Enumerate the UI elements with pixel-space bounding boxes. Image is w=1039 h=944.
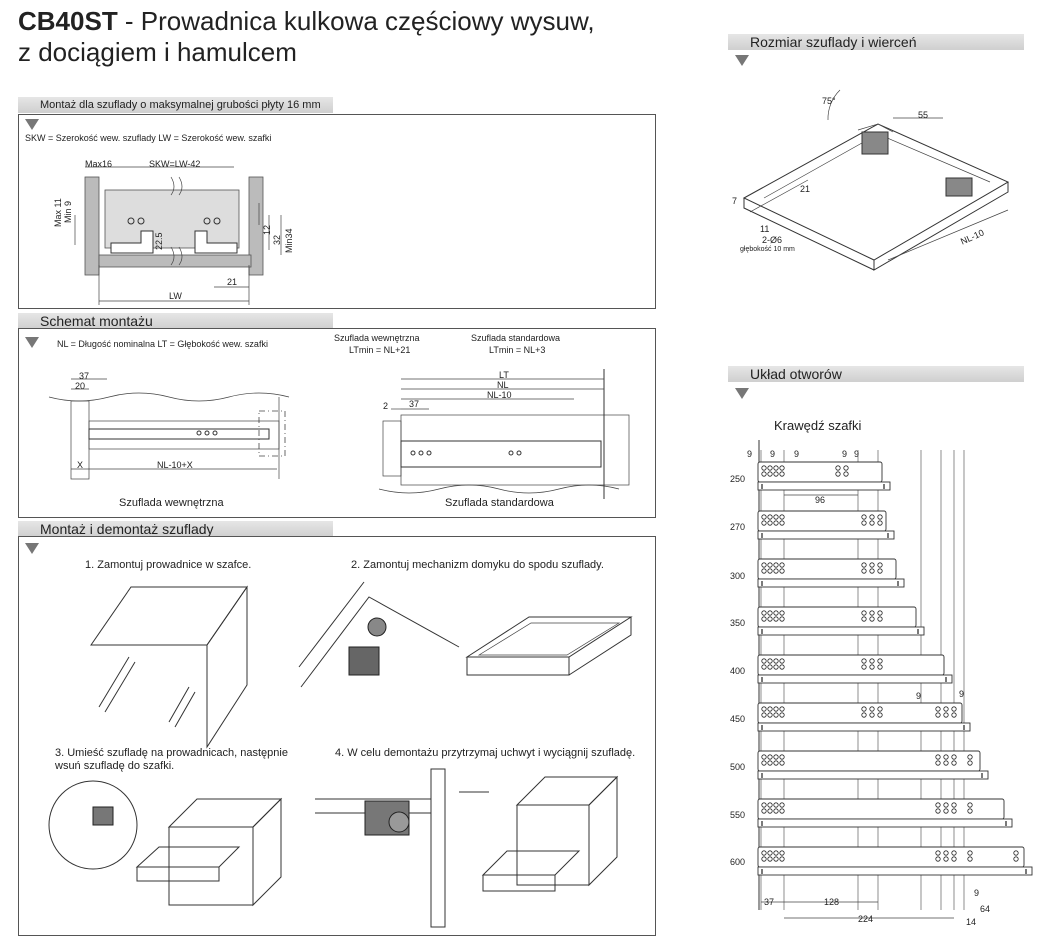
cabinet-edge-label: Krawędź szafki <box>774 418 862 433</box>
triangle-marker-icon <box>25 337 39 348</box>
dim-7: 7 <box>732 196 738 206</box>
mount-cross-section-diagram <box>74 166 282 305</box>
section-header-scheme: Schemat montażu <box>18 313 333 329</box>
row-label-550: 550 <box>730 810 746 820</box>
dim-skw: SKW=LW-42 <box>149 159 201 169</box>
right-dim-37: 37 <box>409 399 420 409</box>
scheme-legend: NL = Długość nominalna LT = Głębokość we… <box>57 339 268 349</box>
drill-depth: głębokość 10 mm <box>740 246 795 253</box>
inner-drawer-formula: LTmin = NL+21 <box>349 345 411 355</box>
left-dim-37: 37 <box>79 371 90 381</box>
hole-row-slide <box>757 702 963 724</box>
right-dim-lt: LT <box>499 370 509 380</box>
dim-max16: Max16 <box>85 159 113 169</box>
hole-layout-diagram <box>757 440 1033 919</box>
assembly-illustrations <box>48 581 633 928</box>
angle-75: 75° <box>822 96 836 106</box>
section-header-assembly: Montaż i demontaż szuflady <box>18 521 333 537</box>
left-dim-nl10x: NL-10+X <box>157 460 193 470</box>
bottom-dim-14: 14 <box>966 917 977 927</box>
std-drawer-title: Szuflada standardowa <box>471 333 561 343</box>
mount-panel: SKW = Szerokość wew. szuflady LW = Szero… <box>18 114 656 309</box>
triangle-marker-icon <box>735 55 749 66</box>
bottom-dim-64: 64 <box>980 904 991 914</box>
dim-32: 32 <box>272 234 282 245</box>
left-dim-x: X <box>77 460 84 470</box>
dim-55: 55 <box>918 110 929 120</box>
hole-row-slide <box>757 798 1005 820</box>
step1-text: 1. Zamontuj prowadnice w szafce. <box>85 559 252 571</box>
triangle-marker-icon <box>735 388 749 399</box>
row-label-350: 350 <box>730 618 746 628</box>
page-title: CB40ST - Prowadnica kulkowa częściowy wy… <box>18 6 595 68</box>
dim-lw: LW <box>169 291 182 301</box>
hole-row-slide <box>757 846 1025 868</box>
row-label-300: 300 <box>730 571 746 581</box>
caption-inner-drawer: Szuflada wewnętrzna <box>119 497 224 509</box>
std-drawer-formula: LTmin = NL+3 <box>489 345 546 355</box>
bottom-dim-37: 37 <box>764 897 775 907</box>
bottom-dim-9: 9 <box>974 888 980 898</box>
drawer-size-diagram <box>742 89 1010 271</box>
right-dim-2: 2 <box>383 401 389 411</box>
section-header-size: Rozmiar szuflady i wierceń <box>728 34 1024 50</box>
row-label-400: 400 <box>730 666 746 676</box>
dim-96: 96 <box>815 495 826 505</box>
row-label-450: 450 <box>730 714 746 724</box>
mount-legend: SKW = Szerokość wew. szuflady LW = Szero… <box>25 133 272 143</box>
bottom-dim-224: 224 <box>858 914 874 924</box>
dim-22-5: 22.5 <box>154 232 164 250</box>
title-line2: z dociągiem i hamulcem <box>18 37 297 67</box>
caption-std-drawer: Szuflada standardowa <box>445 497 554 509</box>
product-code: CB40ST <box>18 6 118 36</box>
scheme-diagrams <box>48 369 630 499</box>
row-label-250: 250 <box>730 474 746 484</box>
dim-min34: Min34 <box>284 228 294 253</box>
right-dim-nl: NL <box>497 380 509 390</box>
step4-text: 4. W celu demontażu przytrzymaj uchwyt i… <box>335 747 636 759</box>
dim-450-9-a: 9 <box>916 691 922 701</box>
step3-text-line1: 3. Umieść szufladę na prowadnicach, nast… <box>55 747 288 759</box>
dim-min9: Min 9 <box>63 200 73 223</box>
top-dim-9-e: 9 <box>854 449 860 459</box>
inner-drawer-title: Szuflada wewnętrzna <box>334 333 420 343</box>
dim-21: 21 <box>227 277 238 287</box>
assembly-panel: 1. Zamontuj prowadnice w szafce. 2. Zamo… <box>18 536 656 936</box>
top-dim-9-d: 9 <box>842 449 848 459</box>
dim-11b: 11 <box>760 224 770 234</box>
dim-12: 12 <box>262 224 272 235</box>
dim-21b: 21 <box>800 184 811 194</box>
right-dim-nl10: NL-10 <box>487 390 512 400</box>
dim-2-phi6: 2-Ø6 <box>762 235 783 245</box>
scheme-panel: NL = Długość nominalna LT = Głębokość we… <box>18 328 656 518</box>
title-line1: - Prowadnica kulkowa częściowy wysuw, <box>117 6 595 36</box>
row-label-270: 270 <box>730 522 746 532</box>
top-dim-9-b: 9 <box>770 449 776 459</box>
section-header-mount: Montaż dla szuflady o maksymalnej gruboś… <box>18 97 333 113</box>
step3-text-line2: wsuń szufladę do szafki. <box>55 760 175 772</box>
row-label-600: 600 <box>730 857 746 867</box>
dim-max11: Max 11 <box>53 198 63 227</box>
hole-row-slide <box>757 654 945 676</box>
top-dim-9-c: 9 <box>794 449 800 459</box>
top-dim-9-a: 9 <box>747 449 753 459</box>
left-dim-20: 20 <box>75 381 86 391</box>
bottom-dim-128: 128 <box>824 897 840 907</box>
section-header-holes: Układ otworów <box>728 366 1024 382</box>
triangle-marker-icon <box>25 119 39 130</box>
step2-text: 2. Zamontuj mechanizm domyku do spodu sz… <box>351 559 604 571</box>
row-label-500: 500 <box>730 762 746 772</box>
dim-450-9-b: 9 <box>959 689 965 699</box>
hole-row-slide <box>757 558 897 580</box>
triangle-marker-icon <box>25 543 39 554</box>
